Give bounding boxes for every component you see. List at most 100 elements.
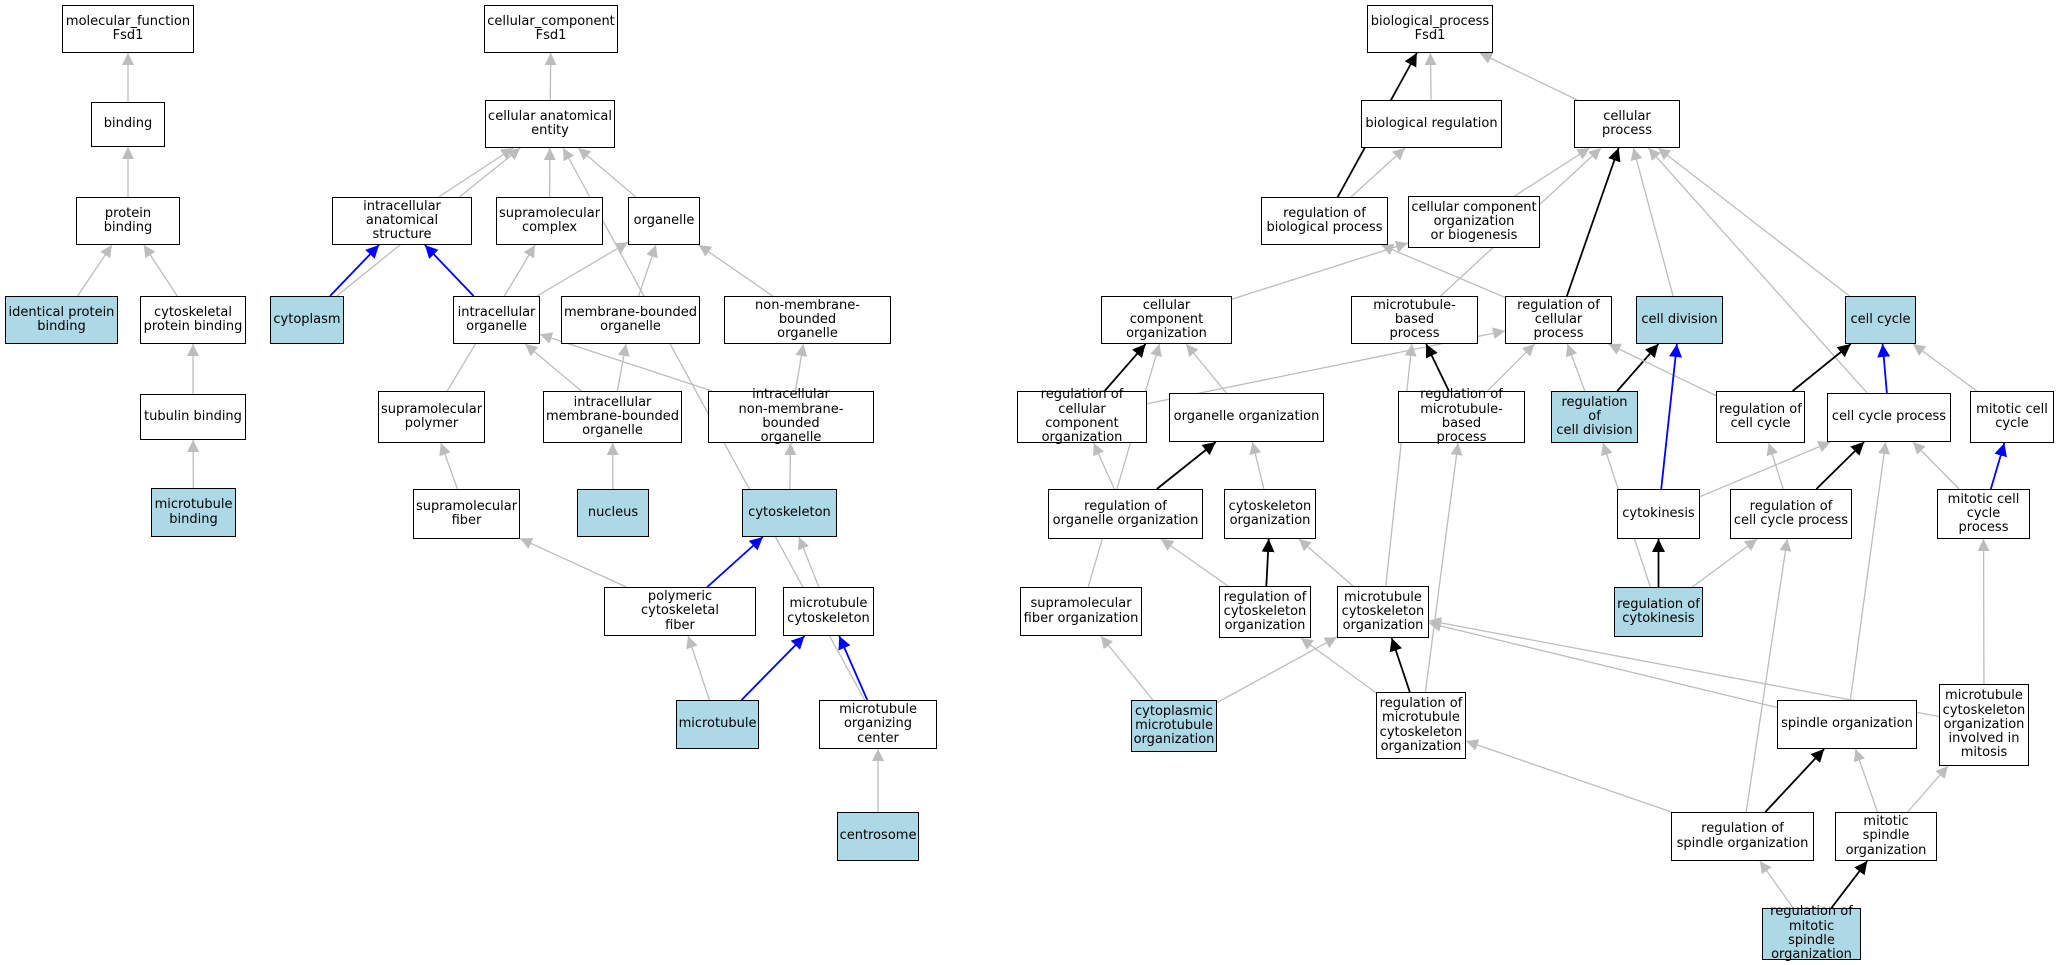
non-membrane-bounded-organelle-node[interactable]: non-membrane-bounded organelle (724, 296, 891, 344)
edge-cytokinesis-to-cell-division (1660, 343, 1682, 490)
mitotic-cell-cycle-node[interactable]: mitotic cell cycle (1970, 391, 2054, 443)
protein-binding-node[interactable]: protein binding (76, 197, 180, 245)
organelle-node[interactable]: organelle (628, 197, 700, 245)
edge-cytoskeleton-to-intracellular-non-membrane-bounded-organelle (784, 442, 797, 490)
cell-division-node[interactable]: cell division (1636, 296, 1723, 344)
edge-microtubule-cytoskeleton-to-cytoskeleton (797, 536, 820, 588)
cytoplasmic-microtubule-organization-node[interactable]: cytoplasmic microtubule organization (1131, 700, 1217, 752)
edge-regulation-of-microtubule-cytoskeleton-organization-to-regulation-of-microtubule-based-process (1424, 442, 1463, 693)
edge-regulation-of-spindle-organization-to-regulation-of-microtubule-cytoskeleton-organization (1465, 739, 1672, 813)
cell-cycle-node[interactable]: cell cycle (1845, 296, 1916, 344)
edge-regulation-of-microtubule-based-process-to-microtubule-based-process (1425, 343, 1450, 392)
regulation-of-mitotic-spindle-organization-node[interactable]: regulation of mitotic spindle organizati… (1762, 905, 1861, 962)
supramolecular-polymer-node[interactable]: supramolecular polymer (378, 391, 485, 443)
biological-regulation-node[interactable]: biological regulation (1361, 100, 1502, 148)
edge-regulation-of-cellular-process-to-cellular-process (1566, 147, 1621, 297)
edge-regulation-of-microtubule-cytoskeleton-organization-to-regulation-of-cytoskeleton-organization (1300, 637, 1377, 694)
microtubule-organizing-center-node[interactable]: microtubule organizing center (819, 700, 937, 749)
nucleus-node[interactable]: nucleus (577, 489, 649, 537)
regulation-of-microtubule-based-process-node[interactable]: regulation of microtubule-based process (1398, 388, 1525, 445)
cc-root-node[interactable]: cellular_component Fsd1 (484, 5, 618, 53)
cellular-anatomical-entity-node[interactable]: cellular anatomical entity (485, 100, 615, 148)
edge-identical-protein-binding-to-protein-binding (77, 244, 113, 297)
edge-regulation-of-microtubule-based-process-to-regulation-of-cellular-process (1487, 343, 1535, 392)
edge-regulation-of-cell-division-to-cell-division (1616, 343, 1660, 392)
microtubule-cytoskeleton-organization-involved-in-mitosis-node[interactable]: microtubule cytoskeleton organization in… (1939, 684, 2029, 766)
mitotic-spindle-organization-node[interactable]: mitotic spindle organization (1835, 812, 1937, 861)
intracellular-membrane-bounded-organelle-node[interactable]: intracellular membrane-bounded organelle (543, 391, 682, 443)
microtubule-cytoskeleton-organization-node[interactable]: microtubule cytoskeleton organization (1337, 586, 1429, 638)
cell-cycle-process-node[interactable]: cell cycle process (1827, 393, 1951, 442)
regulation-of-spindle-organization-node[interactable]: regulation of spindle organization (1671, 812, 1814, 861)
spindle-organization-node[interactable]: spindle organization (1777, 700, 1917, 749)
regulation-of-microtubule-cytoskeleton-organization-node[interactable]: regulation of microtubule cytoskeleton o… (1376, 692, 1466, 759)
regulation-of-cell-cycle-process-node[interactable]: regulation of cell cycle process (1730, 489, 1852, 539)
edge-cellular-component-organization-or-biogenesis-to-cellular-process (1514, 147, 1590, 197)
intracellular-organelle-node[interactable]: intracellular organelle (453, 296, 540, 344)
edge-regulation-of-cell-cycle-process-to-regulation-of-cell-cycle (1766, 442, 1784, 490)
edge-cytoplasmic-microtubule-organization-to-microtubule-cytoskeleton-organization (1216, 636, 1338, 704)
cytoskeletal-protein-binding-node[interactable]: cytoskeletal protein binding (140, 296, 246, 344)
edge-cellular-component-organization-to-cellular-component-organization-or-biogenesis (1231, 240, 1409, 300)
identical-protein-binding-node[interactable]: identical protein binding (5, 296, 118, 344)
edge-supramolecular-fiber-to-supramolecular-polymer (439, 442, 459, 490)
edge-microtubule-to-microtubule-cytoskeleton (740, 635, 806, 701)
supramolecular-fiber-node[interactable]: supramolecular fiber (413, 489, 520, 539)
regulation-of-organelle-organization-node[interactable]: regulation of organelle organization (1048, 489, 1203, 539)
edge-cytoplasmic-microtubule-organization-to-supramolecular-fiber-organization (1100, 635, 1154, 701)
edge-regulation-of-microtubule-cytoskeleton-organization-to-microtubule-cytoskeleton-organization (1389, 637, 1411, 693)
edge-microtubule-to-polymeric-cytoskeletal-fiber (686, 635, 710, 701)
edge-regulation-of-spindle-organization-to-regulation-of-cell-cycle-process (1745, 538, 1792, 813)
regulation-of-cellular-component-organization-node[interactable]: regulation of cellular component organiz… (1017, 388, 1147, 445)
edge-intracellular-non-membrane-bounded-organelle-to-non-membrane-bounded-organelle (794, 343, 808, 392)
edge-microtubule-cytoskeleton-organization-to-cytoskeleton-organization (1298, 538, 1354, 587)
edge-mitotic-spindle-organization-to-spindle-organization (1853, 748, 1879, 813)
edge-intracellular-anatomical-structure-to-cellular-anatomical-entity (438, 147, 514, 198)
edge-cell-division-to-cellular-process (1630, 147, 1674, 297)
cytoskeleton-node[interactable]: cytoskeleton (742, 489, 837, 537)
microtubule-node[interactable]: microtubule (676, 700, 759, 749)
edge-cytokinesis-to-cell-cycle-process (1699, 441, 1831, 498)
edge-regulation-of-cytoskeleton-organization-to-cytoskeleton-organization (1261, 538, 1275, 587)
edge-intracellular-membrane-bounded-organelle-to-membrane-bounded-organelle (616, 343, 630, 392)
cytoplasm-node[interactable]: cytoplasm (270, 296, 344, 344)
edge-regulation-of-cell-cycle-to-cell-cycle (1792, 343, 1852, 392)
edge-regulation-of-cytoskeleton-organization-to-regulation-of-organelle-organization (1160, 538, 1229, 587)
edge-regulation-of-organelle-organization-to-organelle-organization (1156, 441, 1217, 490)
intracellular-anatomical-structure-node[interactable]: intracellular anatomical structure (332, 197, 472, 245)
bp-root-node[interactable]: biological_process Fsd1 (1367, 5, 1493, 53)
mitotic-cell-cycle-process-node[interactable]: mitotic cell cycle process (1937, 489, 2030, 539)
edge-regulation-of-mitotic-spindle-organization-to-regulation-of-spindle-organization (1759, 860, 1794, 909)
supramolecular-fiber-organization-node[interactable]: supramolecular fiber organization (1020, 587, 1142, 636)
cytoskeleton-organization-node[interactable]: cytoskeleton organization (1224, 489, 1316, 539)
supramolecular-complex-node[interactable]: supramolecular complex (496, 197, 603, 245)
regulation-of-cell-division-node[interactable]: regulation of cell division (1551, 391, 1638, 443)
cellular-component-organization-node[interactable]: cellular component organization (1101, 296, 1232, 344)
microtubule-binding-node[interactable]: microtubule binding (151, 488, 236, 537)
edge-regulation-of-spindle-organization-to-spindle-organization (1764, 748, 1825, 813)
intracellular-non-membrane-bounded-organelle-node[interactable]: intracellular non-membrane-bounded organ… (708, 388, 874, 445)
edge-regulation-of-cell-division-to-regulation-of-cellular-process (1565, 343, 1586, 392)
edge-regulation-of-cytokinesis-to-regulation-of-cell-cycle-process (1691, 538, 1758, 588)
membrane-bounded-organelle-node[interactable]: membrane-bounded organelle (561, 296, 700, 344)
polymeric-cytoskeletal-fiber-node[interactable]: polymeric cytoskeletal fiber (604, 587, 756, 636)
edge-microtubule-organizing-center-to-microtubule-cytoskeleton (838, 635, 869, 701)
tubulin-binding-node[interactable]: tubulin binding (140, 394, 246, 440)
microtubule-based-process-node[interactable]: microtubule-based process (1351, 296, 1478, 344)
organelle-organization-node[interactable]: organelle organization (1169, 393, 1324, 442)
edge-cell-cycle-process-to-cellular-process (1647, 147, 1868, 394)
regulation-of-cytokinesis-node[interactable]: regulation of cytokinesis (1614, 587, 1703, 637)
edge-spindle-organization-to-microtubule-cytoskeleton-organization (1428, 620, 1778, 709)
regulation-of-cellular-process-node[interactable]: regulation of cellular process (1505, 296, 1612, 344)
cytokinesis-node[interactable]: cytokinesis (1617, 489, 1700, 539)
cellular-process-node[interactable]: cellular process (1574, 100, 1680, 148)
edge-polymeric-cytoskeletal-fiber-to-supramolecular-fiber (519, 537, 627, 588)
binding-node[interactable]: binding (91, 102, 165, 147)
centrosome-node[interactable]: centrosome (837, 812, 919, 861)
regulation-of-cell-cycle-node[interactable]: regulation of cell cycle (1716, 391, 1805, 443)
mf-root-node[interactable]: molecular_function Fsd1 (62, 5, 194, 53)
regulation-of-biological-process-node[interactable]: regulation of biological process (1261, 197, 1388, 245)
microtubule-cytoskeleton-node[interactable]: microtubule cytoskeleton (783, 587, 874, 636)
cellular-component-organization-or-biogenesis-node[interactable]: cellular component organization or bioge… (1408, 196, 1540, 248)
regulation-of-cytoskeleton-organization-node[interactable]: regulation of cytoskeleton organization (1219, 586, 1311, 638)
